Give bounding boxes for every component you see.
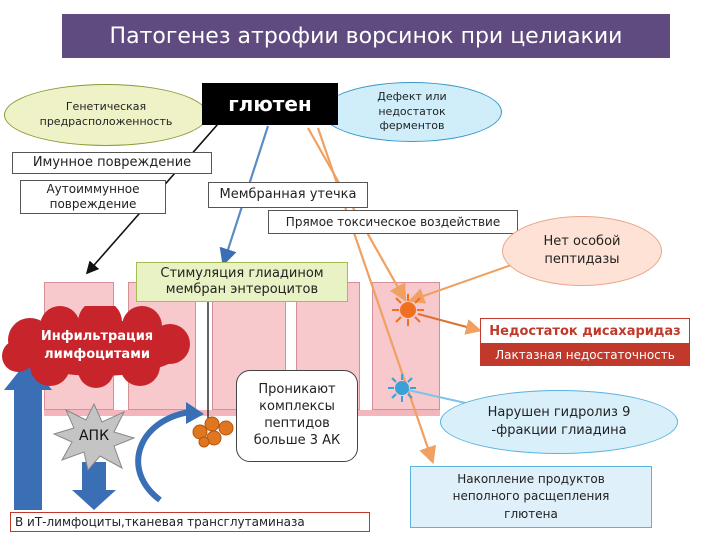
lactase-label: Лактазная недостаточность [480, 344, 690, 366]
apc-star-icon [52, 402, 136, 472]
arrow-peptidase-to-sun [408, 261, 521, 304]
immune-damage-label: Имунное повреждение [12, 152, 212, 174]
hydrolysis-ellipse: Нарушен гидролиз 9 -фракции глиадина [440, 390, 678, 454]
arrow-sun-to-disaccharidase [417, 313, 482, 335]
infiltration-cloud [2, 306, 190, 388]
arrow-apc-down [72, 462, 116, 510]
page-title: Патогенез атрофии ворсинок при целиакии [62, 14, 670, 58]
disaccharidase-label: Недостаток дисахаридаз [480, 318, 690, 344]
arrow-curve-to-apc [135, 409, 191, 503]
gluten-box: глютен [202, 83, 338, 125]
membrane-leak-label: Мембранная утечка [208, 182, 368, 208]
complexes-box: Проникают комплексы пептидов больше 3 АК [236, 370, 358, 462]
apc-label: АПК [78, 428, 110, 444]
arrow-lymphocytes-up [4, 360, 52, 510]
peptide-balls-icon [192, 416, 234, 448]
blue-sun-icon [388, 374, 416, 402]
arrow-bluesun-to-hydrolysis [407, 389, 471, 405]
accumulation-box: Накопление продуктов неполного расщеплен… [410, 466, 652, 528]
bottom-label: В иТ-лимфоциты,тканевая трансглутаминаза [10, 512, 370, 532]
no-peptidase-ellipse: Нет особой пептидазы [502, 216, 662, 286]
sun-icon [392, 294, 424, 326]
genetic-predisposition-ellipse: Генетическая предрасположенность [4, 84, 208, 146]
enzyme-defect-ellipse: Дефект или недостаток ферментов [322, 82, 502, 142]
infiltration-label: Инфильтрация лимфоцитами [40, 329, 154, 362]
autoimmune-label: Аутоиммунное повреждение [20, 180, 166, 214]
toxic-action-label: Прямое токсическое воздействие [268, 210, 518, 234]
stimulation-label: Стимуляция глиадином мембран энтероцитов [136, 262, 348, 302]
